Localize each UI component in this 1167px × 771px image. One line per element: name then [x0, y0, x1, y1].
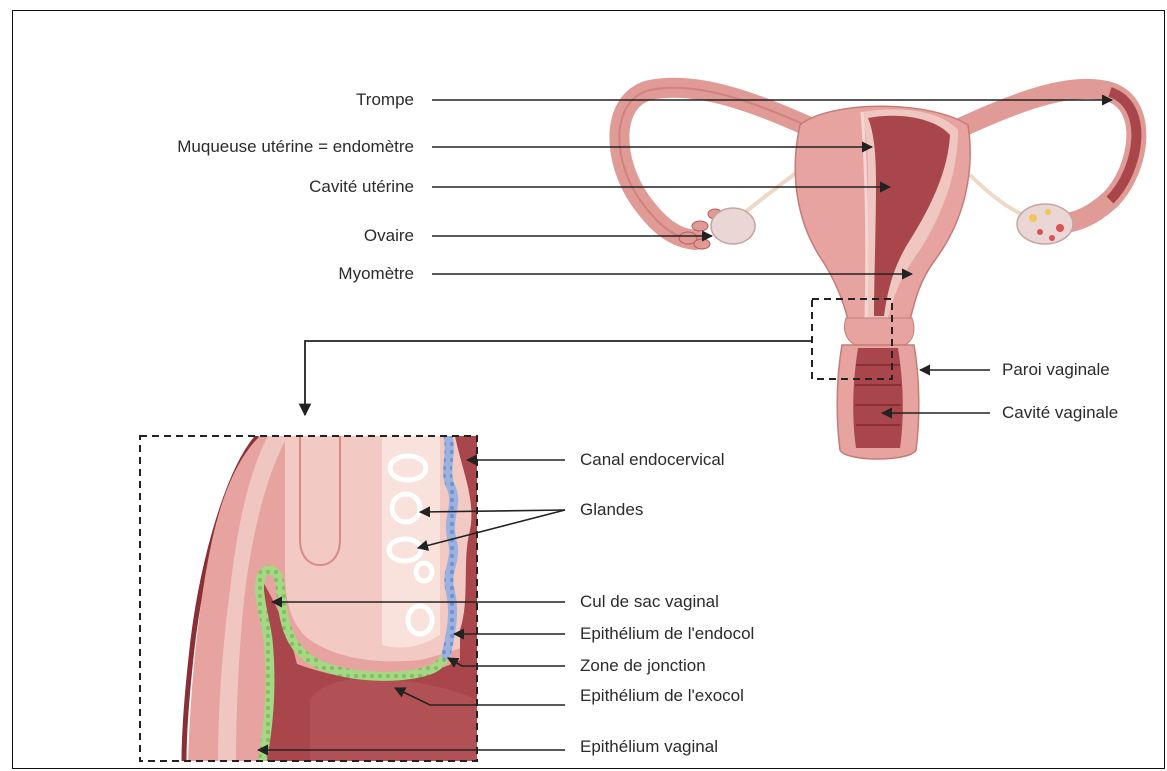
cervix	[844, 318, 914, 345]
vaginal-cavity	[853, 348, 903, 448]
label-ovaire: Ovaire	[364, 226, 414, 246]
label-paroi-vaginale: Paroi vaginale	[1002, 360, 1110, 380]
label-muqueuse: Muqueuse utérine = endomètre	[177, 137, 414, 157]
cervix-detail	[140, 436, 477, 762]
label-myometre: Myomètre	[338, 264, 414, 284]
label-glandes: Glandes	[580, 500, 643, 520]
label-epith-endocol: Epithélium de l'endocol	[580, 624, 754, 644]
label-epith-vaginal: Epithélium vaginal	[580, 737, 718, 757]
label-epith-exocol: Epithélium de l'exocol	[580, 686, 744, 706]
label-cavite-uterine: Cavité utérine	[309, 177, 414, 197]
label-cavite-vaginale: Cavité vaginale	[1002, 403, 1118, 423]
label-trompe: Trompe	[356, 90, 414, 110]
label-canal-endocervical: Canal endocervical	[580, 450, 725, 470]
zoom-connector	[305, 341, 812, 415]
label-zone-jonction: Zone de jonction	[580, 656, 706, 676]
right-ovary	[1017, 204, 1073, 244]
left-ovary	[711, 208, 755, 244]
label-cul-de-sac: Cul de sac vaginal	[580, 592, 719, 612]
